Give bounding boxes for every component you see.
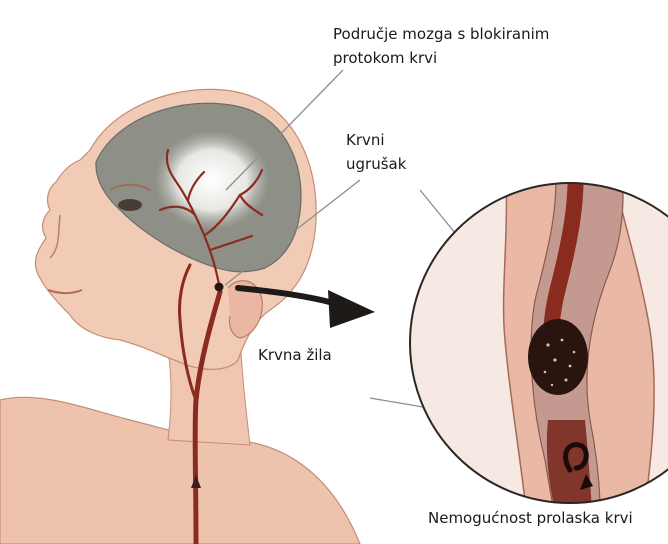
zoom-circle <box>410 160 668 544</box>
label-blood-clot: Krvni ugrušak <box>346 128 406 176</box>
label-blood-clot-line2: ugrušak <box>346 152 406 176</box>
blood-clot-zoom <box>528 319 588 395</box>
label-blocked-brain-region-line1: Područje mozga s blokiranim <box>333 22 549 46</box>
eye <box>118 199 142 211</box>
label-no-blood-flow: Nemogućnost prolaska krvi <box>428 506 633 530</box>
label-blocked-brain-region-line2: protokom krvi <box>333 46 549 70</box>
label-blood-clot-line1: Krvni <box>346 128 406 152</box>
label-blocked-brain-region: Područje mozga s blokiranim protokom krv… <box>333 22 549 70</box>
blocked-region-glow <box>154 130 270 230</box>
clot-in-head <box>215 283 224 292</box>
label-blood-vessel: Krvna žila <box>258 343 332 367</box>
